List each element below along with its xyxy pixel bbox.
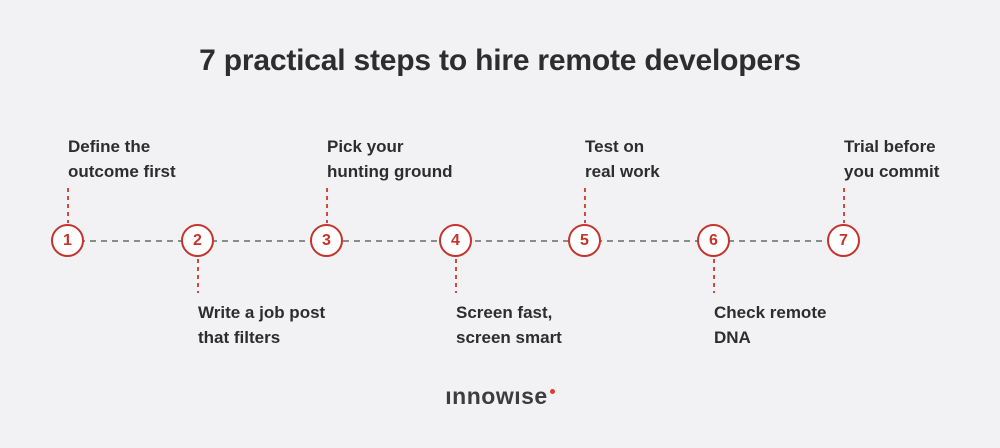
page-title: 7 practical steps to hire remote develop…	[199, 44, 801, 77]
step-label-line: Pick your	[327, 137, 404, 156]
step-label: Pick your hunting ground	[327, 134, 537, 184]
step-number: 3	[322, 231, 331, 249]
step-label-line: Define the	[68, 137, 151, 156]
step-number-circle: 1	[51, 224, 84, 257]
step-number: 1	[63, 231, 72, 249]
step-label: Test on real work	[585, 134, 795, 184]
logo-dot-icon	[549, 389, 555, 394]
step-number: 6	[709, 231, 718, 249]
step-number: 7	[839, 231, 848, 249]
step-label-line: Write a job post	[198, 303, 326, 322]
step-number: 4	[451, 231, 460, 249]
step-label-line: screen smart	[456, 328, 562, 347]
step-number-circle: 3	[310, 224, 343, 257]
step-label: Check remote DNA	[714, 300, 924, 350]
step-number: 2	[193, 231, 202, 249]
connector-stub	[455, 259, 457, 293]
step-label-line: Trial before	[844, 137, 936, 156]
innowise-logo: ınnowıse	[0, 384, 1000, 408]
step-label: Write a job post that filters	[198, 300, 408, 350]
step-number-circle: 7	[827, 224, 860, 257]
step-label-line: that filters	[198, 328, 281, 347]
connector-stub	[713, 259, 715, 293]
connector-stub	[197, 259, 199, 293]
step-label: Screen fast, screen smart	[456, 300, 666, 350]
step-number-circle: 5	[568, 224, 601, 257]
step-label: Define the outcome first	[68, 134, 278, 184]
step-label-line: Check remote	[714, 303, 827, 322]
step-label-line: hunting ground	[327, 162, 453, 181]
connector-stub	[67, 188, 69, 223]
step-label-line: Screen fast,	[456, 303, 553, 322]
step-label-line: Test on	[585, 137, 645, 156]
step-label-line: you commit	[844, 162, 940, 181]
step-number-circle: 2	[181, 224, 214, 257]
step-label-line: DNA	[714, 328, 751, 347]
step-label-line: real work	[585, 162, 660, 181]
connector-stub	[843, 188, 845, 223]
logo-text: ınnowıse	[445, 383, 548, 409]
step-label: Trial before you commit	[844, 134, 1000, 184]
step-number-circle: 6	[697, 224, 730, 257]
connector-stub	[326, 188, 328, 223]
connector-stub	[584, 188, 586, 223]
step-number-circle: 4	[439, 224, 472, 257]
step-label-line: outcome first	[68, 162, 176, 181]
step-number: 5	[580, 231, 589, 249]
